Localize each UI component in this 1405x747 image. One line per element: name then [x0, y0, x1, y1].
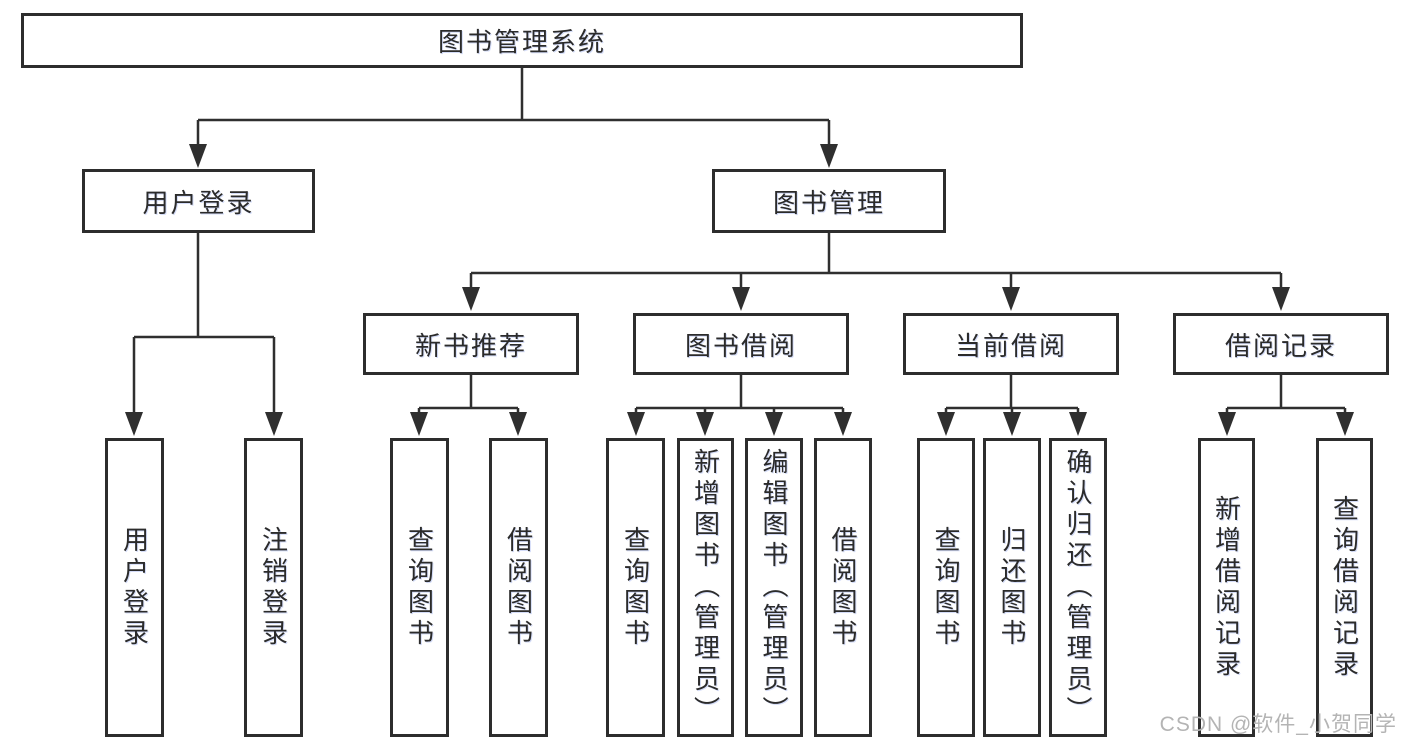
leaf-user-login: 用户登录: [105, 438, 164, 737]
node-library-management-system: 图书管理系统: [21, 13, 1023, 68]
leaf-edit-book-admin: 编辑图书（管理员）: [745, 438, 803, 737]
csdn-watermark: CSDN @软件_小贺同学: [1159, 713, 1397, 736]
leaf-label: 新增借阅记录: [1211, 494, 1242, 681]
leaf-add-borrow-record: 新增借阅记录: [1198, 438, 1255, 737]
leaf-label: 编辑图书（管理员）: [759, 448, 789, 727]
node-label: 图书借阅: [684, 330, 797, 361]
node-current-borrowing: 当前借阅: [903, 313, 1119, 375]
node-label: 图书管理: [772, 187, 885, 218]
leaf-label: 查询借阅记录: [1329, 494, 1360, 681]
node-borrowing-records: 借阅记录: [1173, 313, 1389, 375]
node-new-book-recommendation: 新书推荐: [363, 313, 579, 375]
node-label: 当前借阅: [954, 330, 1067, 361]
node-label: 用户登录: [142, 187, 255, 218]
leaf-return-books: 归还图书: [983, 438, 1041, 737]
arrowheads: [125, 144, 1354, 436]
leaf-label: 注销登录: [258, 525, 289, 650]
leaf-label: 归还图书: [997, 525, 1027, 650]
leaf-label: 借阅图书: [828, 525, 858, 650]
node-book-management: 图书管理: [712, 169, 946, 233]
leaf-query-books-borrow: 查询图书: [606, 438, 665, 737]
leaf-query-borrow-record: 查询借阅记录: [1316, 438, 1373, 737]
leaf-borrow-books-recommend: 借阅图书: [489, 438, 548, 737]
leaf-label: 用户登录: [119, 525, 150, 650]
node-label: 借阅记录: [1224, 330, 1337, 361]
leaf-label: 查询图书: [620, 525, 651, 650]
node-user-login: 用户登录: [82, 169, 315, 233]
node-label: 新书推荐: [414, 330, 527, 361]
node-label: 图书管理系统: [437, 27, 606, 57]
leaf-add-book-admin: 新增图书（管理员）: [677, 438, 734, 737]
leaf-label: 借阅图书: [503, 525, 534, 650]
leaf-query-books-current: 查询图书: [917, 438, 975, 737]
leaf-borrow-books-2: 借阅图书: [814, 438, 872, 737]
leaf-logout: 注销登录: [244, 438, 303, 737]
leaf-label: 查询图书: [931, 525, 961, 650]
leaf-query-books-recommend: 查询图书: [390, 438, 449, 737]
leaf-label: 确认归还（管理员）: [1063, 448, 1093, 727]
leaf-label: 新增图书（管理员）: [690, 448, 721, 727]
leaf-confirm-return-admin: 确认归还（管理员）: [1049, 438, 1107, 737]
node-book-borrowing: 图书借阅: [633, 313, 849, 375]
leaf-label: 查询图书: [404, 525, 435, 650]
